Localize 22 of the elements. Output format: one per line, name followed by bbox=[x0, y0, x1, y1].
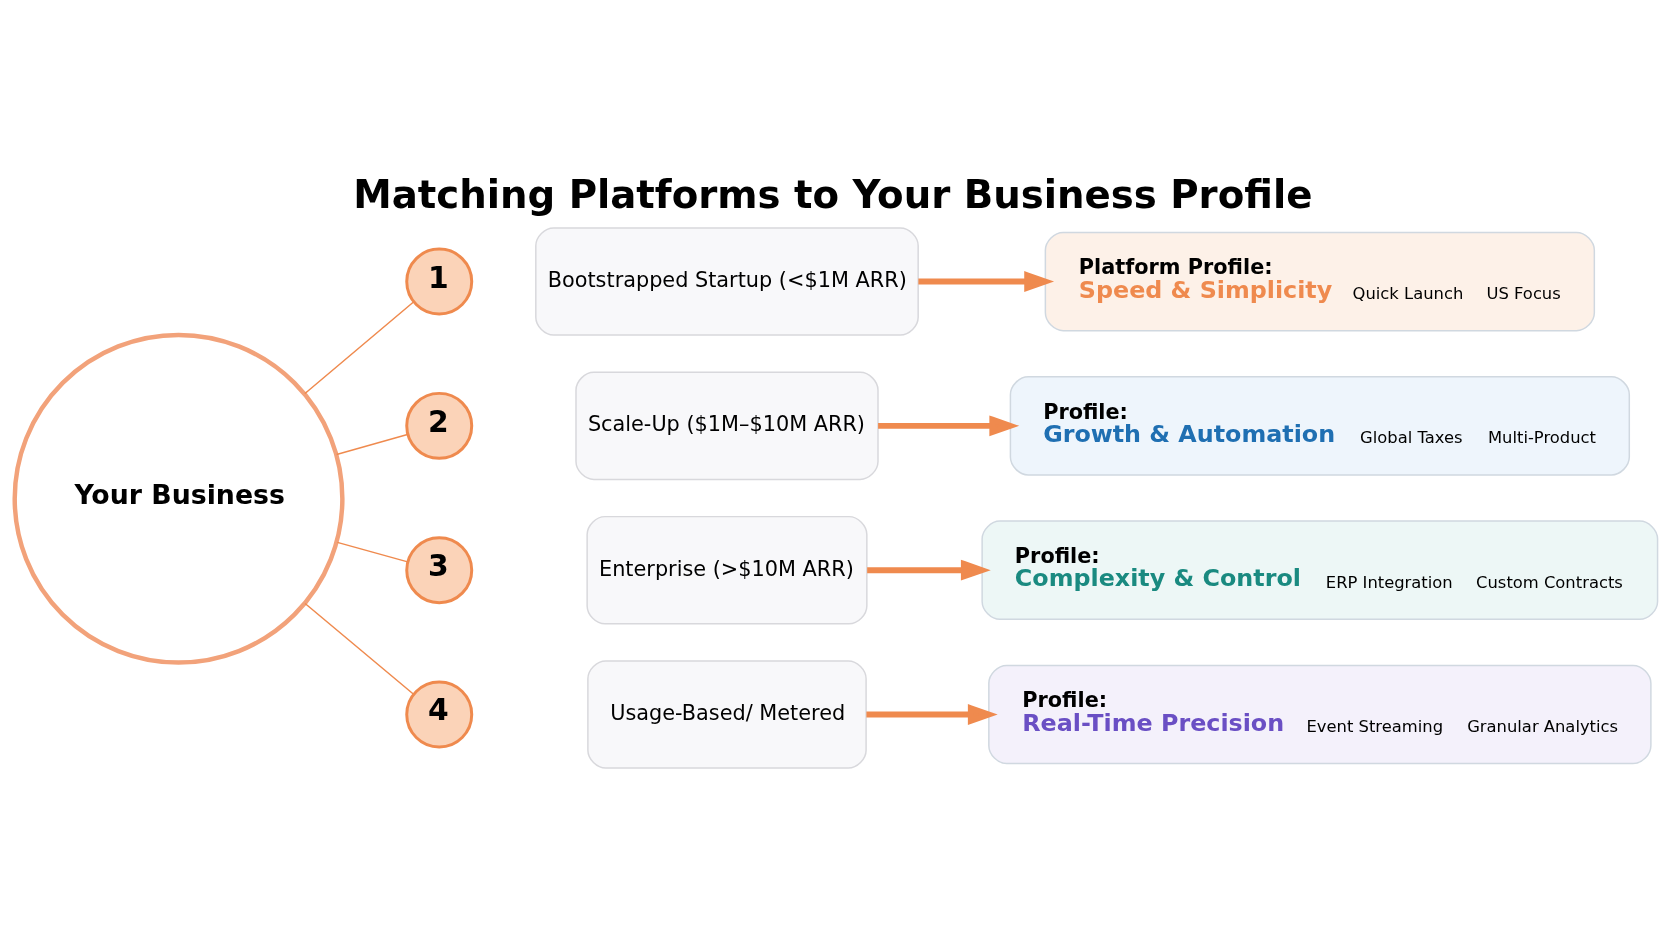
arrow bbox=[918, 271, 1055, 292]
node-box: Profile: Real-Time Precision Event Streaming Granular Analytics bbox=[988, 664, 1652, 765]
arrow bbox=[867, 559, 991, 581]
node-circle: 2 bbox=[405, 391, 474, 460]
node-box: Profile: Complexity & Control ERP Integration Custom Contracts bbox=[981, 520, 1659, 620]
node-box: Profile: Growth & Automation Global Taxes Multi-Product bbox=[1009, 376, 1631, 476]
node-box: Enterprise (>$10M ARR) bbox=[586, 515, 868, 625]
node-box: Usage-Based/ Metered bbox=[587, 660, 867, 769]
node-circle: 3 bbox=[405, 536, 474, 605]
node-circle: 1 bbox=[405, 247, 474, 316]
connector bbox=[336, 541, 409, 563]
node-circle: Your Business bbox=[12, 332, 345, 665]
connector bbox=[304, 301, 415, 395]
node-circle: 4 bbox=[405, 680, 474, 749]
arrow bbox=[866, 704, 998, 725]
node-box: Platform Profile: Speed & Simplicity Quick Launch US Focus bbox=[1044, 231, 1596, 332]
arrow bbox=[878, 415, 1020, 437]
diagram-title: Matching Platforms to Your Business Profile bbox=[353, 172, 1313, 218]
connector bbox=[304, 602, 415, 695]
connector bbox=[335, 433, 409, 456]
node-box: Bootstrapped Startup (<$1M ARR) bbox=[535, 227, 919, 336]
node-box: Scale-Up ($1M–$10M ARR) bbox=[575, 371, 879, 481]
